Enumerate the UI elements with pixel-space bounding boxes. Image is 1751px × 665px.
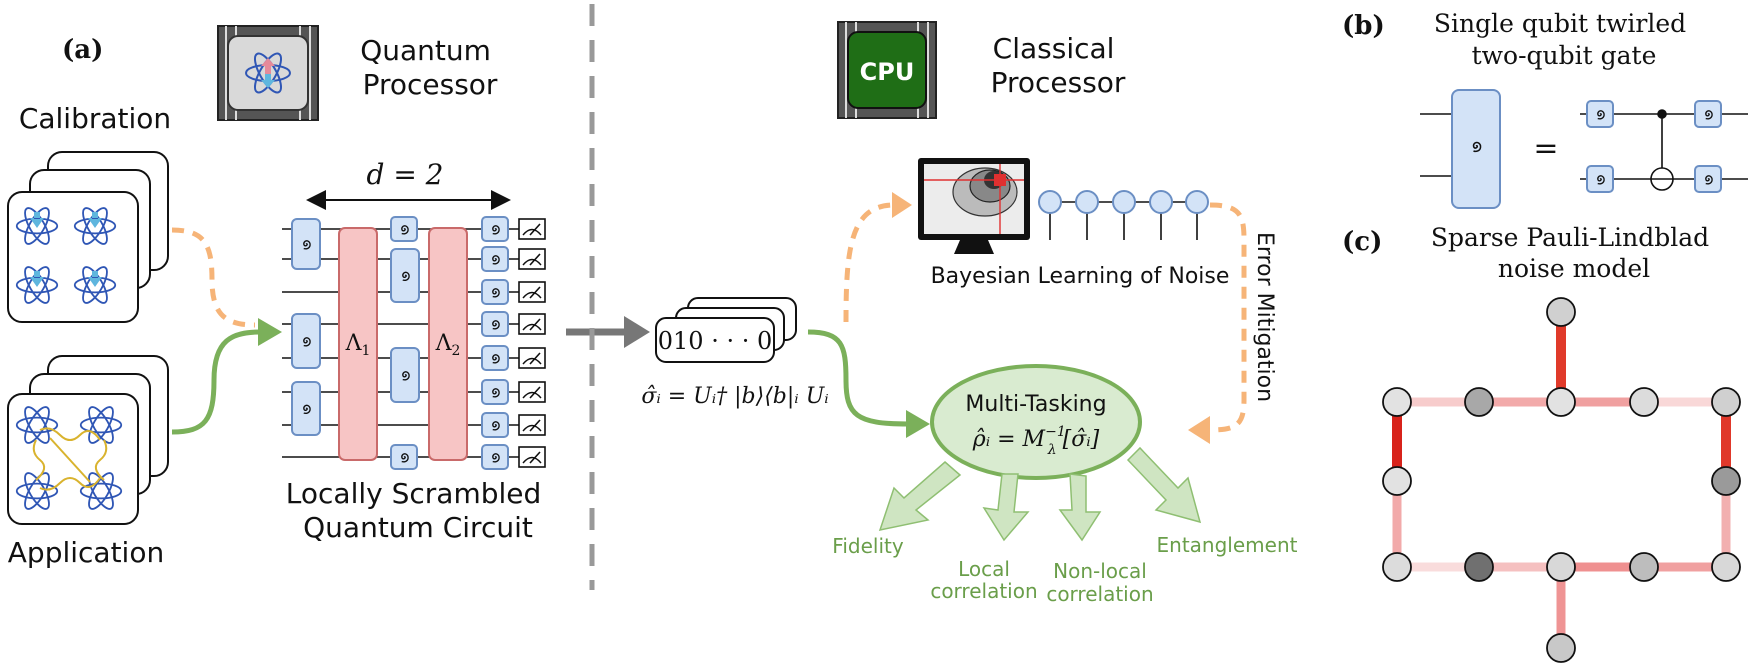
output-arrow-local — [982, 473, 1030, 542]
panel-c-title-1: Sparse Pauli-Lindblad — [1431, 223, 1709, 252]
bitstring-stack — [655, 297, 797, 363]
chain-tensor-node — [1149, 190, 1173, 214]
svg-text:Locally Scrambled Quantum: Locally Scrambled Quantum Circuit — [286, 477, 550, 544]
quantum-chip-icon — [217, 25, 319, 121]
qubit-node — [1711, 387, 1741, 417]
error-mitigation-label: Error Mitigation — [1252, 232, 1277, 402]
learning-arrowhead — [892, 192, 912, 218]
measurement-meter-icon — [518, 347, 546, 369]
application-connector — [171, 329, 261, 435]
measurement-meter-icon — [518, 281, 546, 303]
classical-processor-label-1: Classical — [993, 32, 1115, 65]
depth-label: d = 2 — [367, 158, 444, 191]
output-local-1: Local — [958, 557, 1010, 581]
lambda1-label: Λ1 — [345, 331, 371, 359]
error-mitigation-connector — [1209, 202, 1247, 433]
panel-c-title-2: noise model — [1498, 254, 1650, 283]
output-fidelity: Fidelity — [832, 534, 904, 558]
qubit-node — [1546, 387, 1576, 417]
svg-text:Quantum Processor: Quantum Processor — [360, 34, 500, 101]
multitasking-node — [930, 364, 1142, 480]
output-local-2: correlation — [930, 579, 1037, 603]
noise-model-edges — [1392, 312, 1731, 648]
quantum-processor-label-2: Processor — [363, 68, 498, 101]
noise-model-nodes — [1382, 297, 1741, 663]
circuit-caption-2: Quantum Circuit — [303, 511, 533, 544]
panel-b-gate-diagram — [1420, 89, 1748, 209]
panel-a-label: (a) — [62, 35, 103, 65]
application-label: Application — [8, 536, 164, 569]
error-mitigation-arrowhead — [1188, 416, 1210, 444]
monitor-icon — [918, 158, 1030, 254]
qubit-node — [1382, 466, 1412, 496]
qubit-node — [1546, 633, 1576, 663]
qubit-node — [1711, 552, 1741, 582]
chain-tensor-node — [1185, 190, 1209, 214]
qubit-node — [1464, 552, 1494, 582]
lambda2-block — [428, 227, 468, 461]
learning-connector — [843, 202, 895, 323]
svg-text:Sparse Pauli-Lindblad nois: Sparse Pauli-Lindblad noise model — [1431, 223, 1717, 283]
panel-b-title-2: two-qubit gate — [1472, 41, 1657, 70]
output-arrow-fidelity — [878, 461, 962, 532]
readout-arrowhead — [624, 316, 650, 348]
measurement-meter-icon — [518, 218, 546, 240]
panel-b-label: (b) — [1342, 11, 1385, 41]
panel-c-label: (c) — [1342, 227, 1382, 257]
measurement-meter-icon — [518, 248, 546, 270]
output-nonlocal-1: Non-local — [1053, 559, 1147, 583]
circuit-gates — [291, 216, 546, 470]
output-nonlocal-2: correlation — [1046, 582, 1153, 606]
output-entanglement: Entanglement — [1157, 533, 1298, 557]
cpu-chip-text: CPU — [860, 58, 915, 86]
output-arrows — [878, 446, 1202, 542]
chain-tensor-node — [1038, 190, 1062, 214]
panel-b-twirled-gate — [1451, 89, 1501, 209]
svg-text:Single qubit twirled two-q: Single qubit twirled two-qubit gate — [1434, 9, 1694, 70]
qubit-node — [1546, 297, 1576, 327]
cpu-chip-icon — [837, 21, 937, 119]
panel-b-single-qubit-gates — [1586, 100, 1722, 193]
measurement-meter-icon — [518, 446, 546, 468]
qubit-node — [1382, 552, 1412, 582]
application-card-stack — [7, 355, 169, 525]
multitasking-label: Multi-Tasking — [965, 392, 1106, 417]
chain-tensor-node — [1112, 190, 1136, 214]
bitstring-text: 010 · · · 0 — [658, 327, 772, 355]
qubit-node — [1629, 552, 1659, 582]
bayesian-tensor-chain — [1038, 190, 1209, 240]
calibration-card-stack — [7, 151, 169, 323]
output-arrow-nonlocal — [1058, 473, 1102, 542]
panel-b-equals: = — [1533, 131, 1558, 166]
calibration-label: Calibration — [19, 102, 171, 135]
multitask-arrowhead — [906, 410, 930, 438]
panel-b-title-1: Single qubit twirled — [1434, 9, 1686, 38]
qubit-node — [1382, 387, 1412, 417]
chain-tensor-node — [1075, 190, 1099, 214]
circuit-caption-1: Locally Scrambled — [286, 477, 542, 510]
measurement-meter-icon — [518, 414, 546, 436]
qubit-node — [1546, 552, 1576, 582]
lambda2-label: Λ2 — [435, 331, 461, 359]
calibration-atoms — [15, 203, 117, 308]
measurement-meter-icon — [518, 313, 546, 335]
calibration-connector — [171, 227, 256, 328]
qubit-node — [1629, 387, 1659, 417]
measurement-meter-icon — [518, 381, 546, 403]
multitask-connector — [807, 329, 909, 427]
application-arrowhead — [258, 318, 282, 346]
lambda1-block — [338, 227, 378, 461]
svg-text:Classical Processor: Classical Processor — [991, 32, 1126, 99]
output-arrow-entanglement — [1126, 446, 1202, 524]
quantum-processor-label-1: Quantum — [360, 34, 491, 67]
qubit-node — [1711, 466, 1741, 496]
bayesian-label: Bayesian Learning of Noise — [931, 264, 1230, 289]
qubit-node — [1464, 387, 1494, 417]
shadow-formula: σ̂ᵢ = Uᵢ† |b⟩⟨b|ᵢ Uᵢ — [641, 384, 828, 409]
classical-processor-label-2: Processor — [991, 66, 1126, 99]
